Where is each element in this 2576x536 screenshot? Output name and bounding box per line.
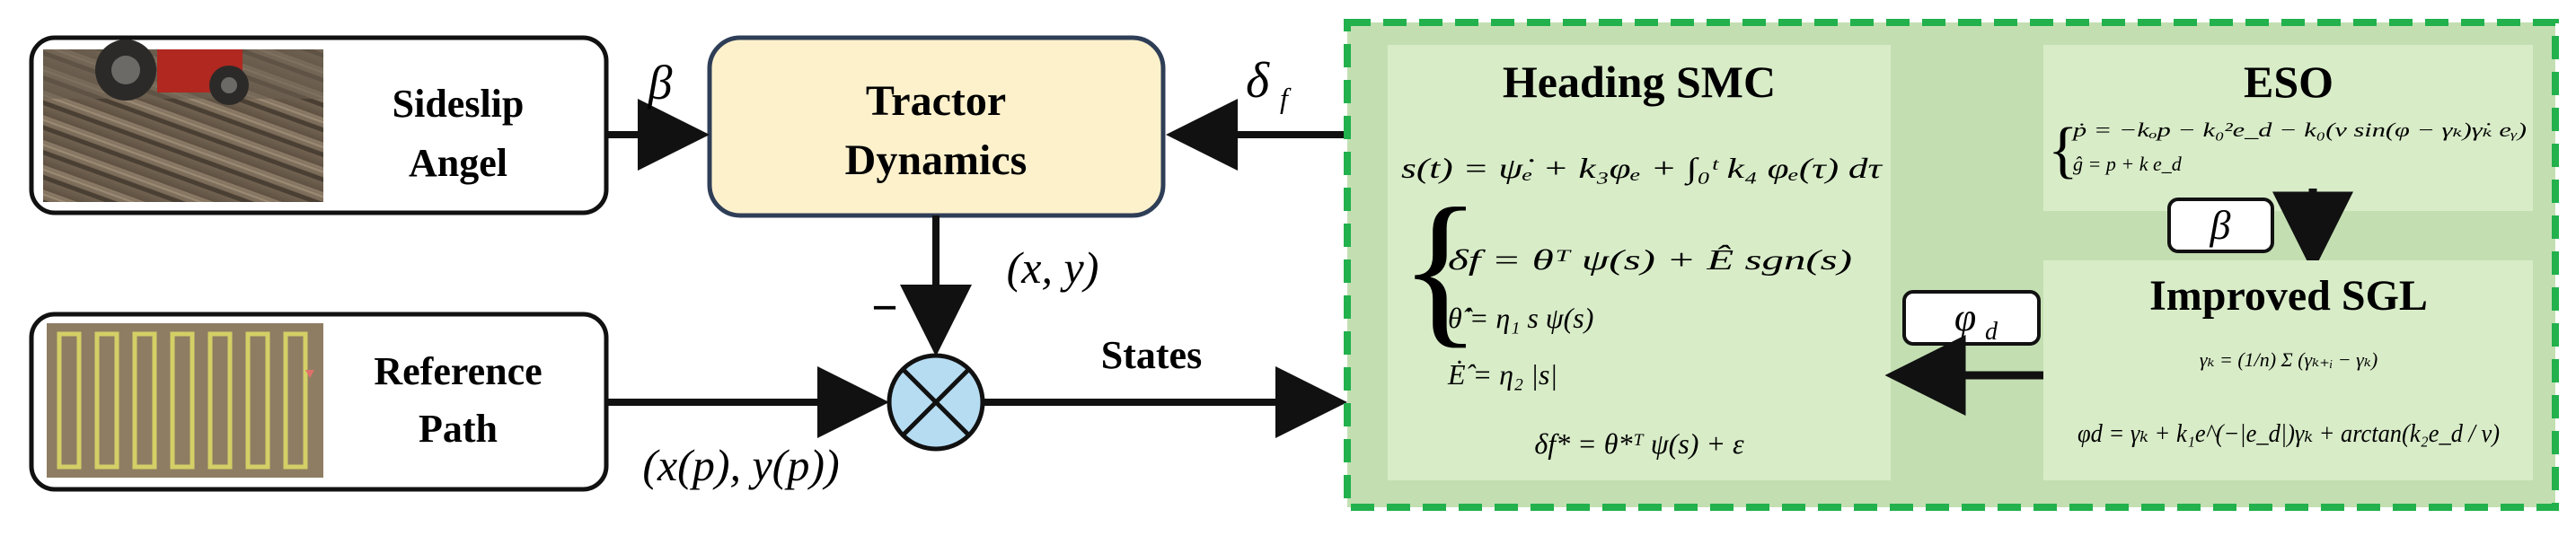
reference-label-line2: Path [419, 407, 498, 451]
sgl-equation-1: γₖ = (1/n) Σ (γₖ₊ᵢ − γₖ) [2200, 348, 2378, 371]
sideslip-label-line1: Sideslip [393, 82, 525, 126]
control-law-equation-2: θ̂̇ = η₁ s ψ(s) [1448, 302, 1593, 334]
reference-path-block: Reference Path [29, 312, 609, 492]
svg-text:d: d [1985, 318, 1998, 346]
ideal-control-equation: δf* = θ*ᵀ ψ(s) + ε [1534, 427, 1744, 460]
improved-sgl-panel: Improved SGL γₖ = (1/n) Σ (γₖ₊ᵢ − γₖ) φd… [2043, 260, 2533, 480]
sideslip-label-line2: Angel [409, 141, 507, 185]
svg-text:f: f [1280, 82, 1292, 114]
states-label: States [1101, 333, 1202, 377]
tractor-label-line1: Tractor [866, 77, 1006, 125]
svg-text:β: β [2210, 202, 2231, 248]
control-law-equation-1: δf = θᵀ ψ(s) + Ê sgn(s) [1448, 243, 1852, 276]
eso-panel: ESO { ṗ = −kₒp − k₀²e_d − k₀(v sin(φ − γ… [2043, 45, 2533, 211]
heading-smc-title: Heading SMC [1503, 57, 1776, 107]
controller-region: Heading SMC s(t) = ψ̇ₑ + k₃φₑ + ∫₀ᵗ k₄ φ… [1344, 19, 2559, 511]
eso-brace: { [2048, 116, 2078, 185]
delta-f-signal-label: δ f [1246, 53, 1292, 114]
minus-sign: − [871, 283, 898, 334]
svg-text:δ: δ [1246, 53, 1270, 109]
tractor-field-photo [43, 40, 323, 202]
reference-xy-signal-label: (x(p), y(p)) [642, 440, 839, 490]
summing-junction [887, 353, 985, 452]
xy-signal-label: (x, y) [1007, 242, 1099, 293]
tractor-label-line2: Dynamics [845, 136, 1028, 184]
sliding-surface-equation: s(t) = ψ̇ₑ + k₃φₑ + ∫₀ᵗ k₄ φₑ(τ) dτ [1401, 152, 1883, 186]
sideslip-block: Sideslip Angel [29, 35, 609, 215]
phi-d-signal-box: φ d [1902, 290, 2041, 346]
control-law-equation-3: Ė̂ = η₂ |s| [1447, 358, 1557, 391]
reference-label-line1: Reference [374, 349, 542, 393]
beta-input-box: β [2167, 198, 2274, 253]
beta-signal-label: β [648, 56, 673, 110]
control-law-brace: { [1399, 174, 1481, 363]
improved-sgl-title: Improved SGL [2149, 272, 2428, 320]
eso-equation-2: ĝ = p + k e_d [2073, 153, 2183, 175]
field-rows-aerial-photo [47, 323, 323, 478]
eso-equation-1: ṗ = −kₒp − k₀²e_d − k₀(v sin(φ − γₖ)γ̇ₖ … [2070, 119, 2527, 141]
eso-title: ESO [2244, 57, 2333, 107]
sgl-equation-2: φd = γₖ + k₁e^(−|e_d|)γₖ + arctan(k₂e_d … [2078, 420, 2500, 448]
tractor-dynamics-block: Tractor Dynamics [707, 35, 1166, 218]
svg-text:φ: φ [1954, 295, 1976, 339]
heading-smc-panel: Heading SMC s(t) = ψ̇ₑ + k₃φₑ + ∫₀ᵗ k₄ φ… [1388, 45, 1891, 480]
